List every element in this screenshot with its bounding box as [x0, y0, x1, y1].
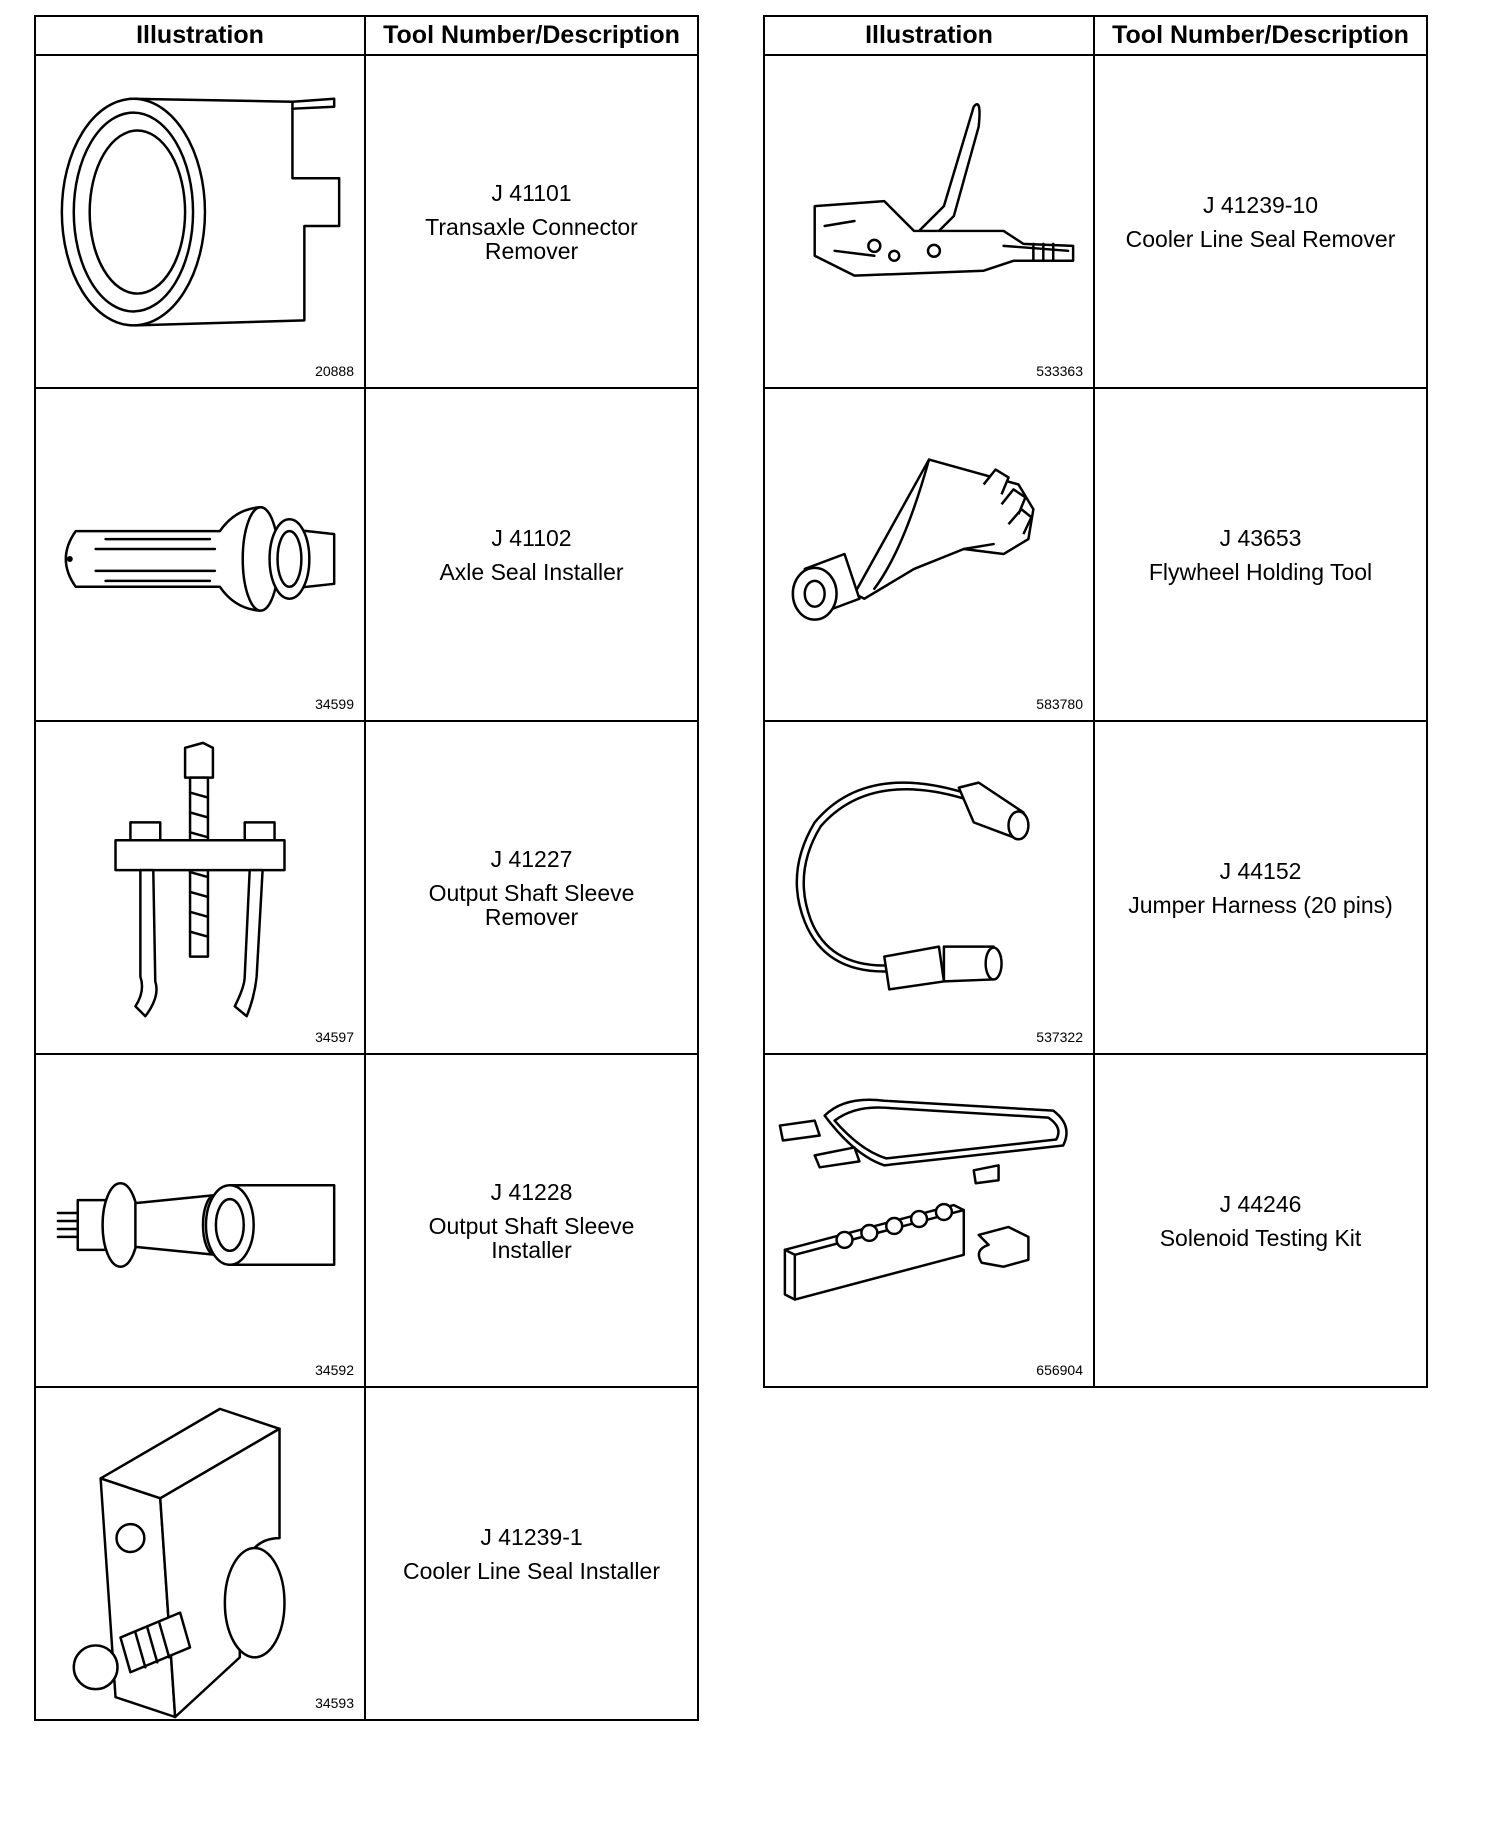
- tool-number: J 41228: [490, 1178, 573, 1205]
- figure-number: 34593: [315, 1695, 354, 1711]
- description-cell: J 41102 Axle Seal Installer: [364, 387, 699, 722]
- illustration-cell: 533363: [763, 54, 1095, 389]
- plier-remover-icon: [813, 102, 1075, 277]
- jumper-harness-icon: [795, 781, 1030, 991]
- description-cell: J 44152 Jumper Harness (20 pins): [1093, 720, 1428, 1055]
- description-cell: J 41227 Output Shaft Sleeve Remover: [364, 720, 699, 1055]
- illustration-cell: 20888: [34, 54, 366, 389]
- description-cell: J 41239-1 Cooler Line Seal Installer: [364, 1386, 699, 1721]
- special-tools-table-left: Illustration Tool Number/Description 208…: [34, 15, 699, 1721]
- flywheel-holder-icon: [791, 458, 1035, 621]
- table-row: 533363 J 41239-10 Cooler Line Seal Remov…: [763, 54, 1428, 389]
- seal-installer-block-icon: [72, 1407, 286, 1719]
- axle-seal-installer-icon: [64, 506, 336, 612]
- table-row: 34593 J 41239-1 Cooler Line Seal Install…: [34, 1386, 699, 1721]
- tool-number: J 44152: [1219, 857, 1302, 884]
- tool-description: Transaxle Connector Remover: [425, 213, 638, 264]
- puller-icon: [114, 741, 286, 1018]
- tool-description: Cooler Line Seal Remover: [1125, 225, 1396, 252]
- illustration-cell: 583780: [763, 387, 1095, 722]
- table-row: 34592 J 41228 Output Shaft Sleeve Instal…: [34, 1053, 699, 1388]
- tool-number: J 41102: [491, 524, 572, 551]
- figure-number: 34599: [315, 696, 354, 712]
- tool-description: Output Shaft Sleeve Installer: [428, 1212, 635, 1263]
- figure-number: 34597: [315, 1029, 354, 1045]
- connector-remover-icon: [60, 97, 341, 327]
- table-row: 583780 J 43653 Flywheel Holding Tool: [763, 387, 1428, 722]
- tool-number: J 43653: [1219, 524, 1302, 551]
- table-row: 34599 J 41102 Axle Seal Installer: [34, 387, 699, 722]
- description-cell: J 41239-10 Cooler Line Seal Remover: [1093, 54, 1428, 389]
- description-cell: J 41228 Output Shaft Sleeve Installer: [364, 1053, 699, 1388]
- table-header-row: Illustration Tool Number/Description: [763, 15, 1428, 56]
- illustration-cell: 537322: [763, 720, 1095, 1055]
- tool-number: J 41239-1: [480, 1523, 583, 1550]
- table-row: 656904 J 44246 Solenoid Testing Kit: [763, 1053, 1428, 1388]
- figure-number: 656904: [1036, 1362, 1083, 1378]
- testing-kit-icon: [778, 1098, 1068, 1301]
- figure-number: 537322: [1036, 1029, 1083, 1045]
- table-row: 537322 J 44152 Jumper Harness (20 pins): [763, 720, 1428, 1055]
- tool-number: J 41227: [490, 845, 573, 872]
- description-cell: J 41101 Transaxle Connector Remover: [364, 54, 699, 389]
- table-row: 20888 J 41101 Transaxle Connector Remove…: [34, 54, 699, 389]
- table-header-row: Illustration Tool Number/Description: [34, 15, 699, 56]
- illustration-header: Illustration: [34, 15, 366, 56]
- tool-description: Axle Seal Installer: [439, 558, 624, 585]
- special-tools-table-right: Illustration Tool Number/Description 533…: [763, 15, 1428, 1388]
- figure-number: 583780: [1036, 696, 1083, 712]
- illustration-header: Illustration: [763, 15, 1095, 56]
- tool-number: J 44246: [1219, 1190, 1302, 1217]
- tool-description: Jumper Harness (20 pins): [1128, 891, 1393, 918]
- illustration-cell: 34599: [34, 387, 366, 722]
- illustration-cell: 656904: [763, 1053, 1095, 1388]
- illustration-cell: 34597: [34, 720, 366, 1055]
- table-row: 34597 J 41227 Output Shaft Sleeve Remove…: [34, 720, 699, 1055]
- tool-number: J 41239-10: [1202, 191, 1319, 218]
- illustration-cell: 34592: [34, 1053, 366, 1388]
- tool-description: Solenoid Testing Kit: [1159, 1224, 1362, 1251]
- description-cell: J 43653 Flywheel Holding Tool: [1093, 387, 1428, 722]
- figure-number: 34592: [315, 1362, 354, 1378]
- illustration-cell: 34593: [34, 1386, 366, 1721]
- tool-description: Output Shaft Sleeve Remover: [428, 879, 635, 930]
- tool-description: Flywheel Holding Tool: [1148, 558, 1373, 585]
- tool-header: Tool Number/Description: [1093, 15, 1428, 56]
- sleeve-installer-icon: [56, 1181, 336, 1268]
- figure-number: 533363: [1036, 363, 1083, 379]
- tool-description: Cooler Line Seal Installer: [403, 1557, 660, 1584]
- description-cell: J 44246 Solenoid Testing Kit: [1093, 1053, 1428, 1388]
- tool-header: Tool Number/Description: [364, 15, 699, 56]
- tool-number: J 41101: [491, 179, 572, 206]
- figure-number: 20888: [315, 363, 354, 379]
